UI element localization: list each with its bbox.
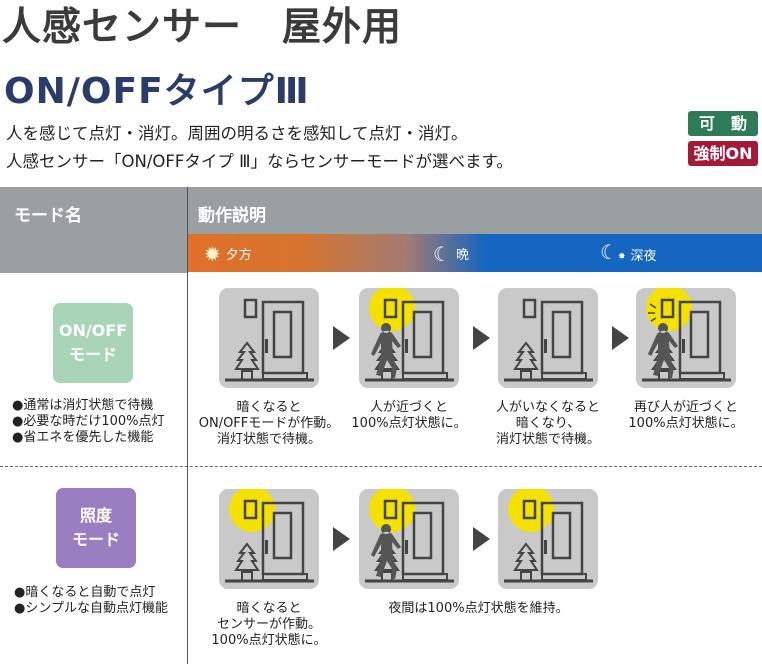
page-subtitle: ON/OFFタイプⅢ <box>4 71 310 112</box>
next-arrow-icon <box>333 326 350 350</box>
operation-header: 動作説明 <box>188 187 762 234</box>
time-midnight: ☾✸ 深夜 <box>600 240 657 265</box>
caption-line: 暗くなり、 <box>515 416 581 431</box>
next-arrow-icon <box>473 527 490 551</box>
caption-line: 消灯状態で待機。 <box>216 432 321 447</box>
time-band: ✹ 夕方 ☾ 晩 ☾✸ 深夜 <box>188 234 762 272</box>
mode-label: モード <box>71 530 120 549</box>
time-evening: ✹ 夕方 <box>204 241 252 266</box>
time-label: 晩 <box>455 248 469 263</box>
illuminance-features: ●暗くなると自動で点灯 ●シンプルな自動点灯機能 <box>14 585 168 617</box>
caption-line: 人が近づくと <box>369 400 448 415</box>
illustration-panel <box>498 288 598 388</box>
feature-item: ●省エネを優先した機能 <box>12 430 154 445</box>
person-figure <box>648 323 678 378</box>
caption-line: 100%点灯状態に。 <box>351 416 467 431</box>
mode-label: ON/OFF <box>58 321 128 340</box>
row-divider <box>0 466 762 467</box>
illustration-panel <box>359 285 459 388</box>
illuminance-mode-badge: 照度 モード <box>56 488 136 568</box>
mode-label: モード <box>68 345 117 364</box>
illustration-panel <box>636 285 736 388</box>
mode-name-header: モード名 <box>0 187 187 273</box>
caption-line: 再び人が近づくと <box>633 400 738 415</box>
feature-item: ●シンプルな自動点灯機能 <box>14 601 168 616</box>
description-line: 人感センサー「ON/OFFタイプ Ⅲ」ならセンサーモードが選べます。 <box>6 152 513 171</box>
feature-item: ●暗くなると自動で点灯 <box>14 585 156 600</box>
onoff-mode-badge: ON/OFF モード <box>53 303 133 383</box>
illustration-panel <box>498 486 598 589</box>
moon-icon: ☾ <box>433 241 451 266</box>
caption-line: 夜間は100%点灯状態を維持。 <box>388 601 569 616</box>
person-figure <box>371 524 401 579</box>
panel-caption: 夜間は100%点灯状態を維持。 <box>369 601 589 617</box>
caption-line: 消灯状態で待機。 <box>495 432 600 447</box>
description-line: 人を感じて点灯・消灯。周囲の明るさを感知して点灯・消灯。 <box>6 124 468 143</box>
caption-line: 100%点灯状態に。 <box>628 416 744 431</box>
illustration-panel <box>359 486 459 589</box>
caption-line: 暗くなると <box>236 400 302 415</box>
caption-line: 100%点灯状態に。 <box>211 633 327 648</box>
person-figure <box>371 323 401 378</box>
next-arrow-icon <box>612 326 629 350</box>
time-label: 深夜 <box>630 249 657 264</box>
caption-line: ON/OFFモードが作動。 <box>198 416 340 431</box>
illustration-panel <box>219 288 319 388</box>
caption-line: センサーが作動。 <box>216 617 321 632</box>
column-divider <box>187 187 188 664</box>
feature-item: ●必要な時だけ100%点灯 <box>12 414 165 429</box>
moon-star-icon: ☾✸ <box>600 240 626 264</box>
mode-label: 照度 <box>79 506 112 525</box>
sun-icon: ✹ <box>204 241 221 266</box>
time-label: 夕方 <box>225 248 252 263</box>
forced-on-badge: 強制ON <box>688 141 758 166</box>
feature-item: ●通常は消灯状態で待機 <box>12 398 154 413</box>
caption-line: 人がいなくなると <box>495 400 600 415</box>
panel-caption: 暗くなるとセンサーが作動。100%点灯状態に。 <box>189 601 349 649</box>
time-night: ☾ 晩 <box>433 241 469 266</box>
next-arrow-icon <box>333 527 350 551</box>
onoff-features: ●通常は消灯状態で待機 ●必要な時だけ100%点灯 ●省エネを優先した機能 <box>12 398 165 446</box>
panel-caption: 人がいなくなると暗くなり、消灯状態で待機。 <box>468 400 628 448</box>
movable-badge: 可 動 <box>688 111 758 136</box>
illustration-panel <box>219 486 319 589</box>
page-title: 人感センサー 屋外用 <box>2 5 403 50</box>
caption-line: 暗くなると <box>236 601 302 616</box>
next-arrow-icon <box>473 326 490 350</box>
